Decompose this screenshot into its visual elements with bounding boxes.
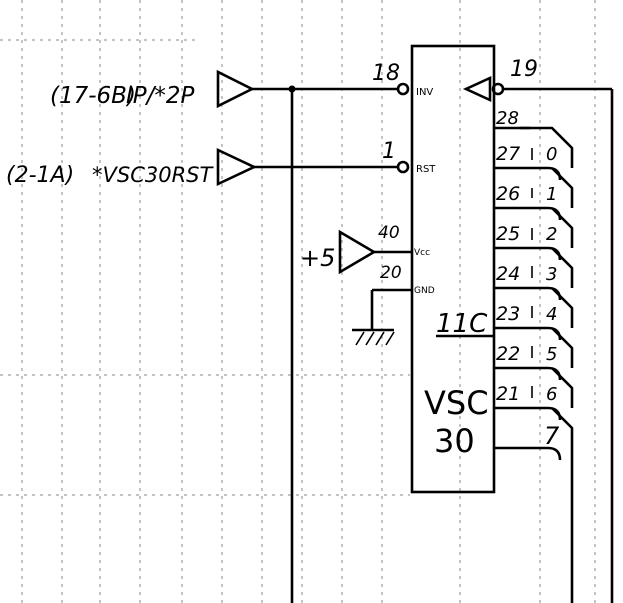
rst-net (216, 147, 410, 187)
bus-line-1 (494, 206, 562, 221)
pin-1-number: 1 (382, 139, 396, 164)
bus-bit-7: 7 (544, 422, 560, 450)
chip-designator: 11C (436, 309, 488, 339)
rst-buffer-triangle (216, 147, 258, 187)
pin-18-number: 18 (372, 61, 400, 86)
bus-pin-23: 23 (496, 303, 520, 325)
vcc-net (338, 229, 412, 275)
bus-line-2 (494, 246, 562, 261)
bus-line-3 (494, 286, 562, 301)
vcc-triangle (338, 229, 377, 275)
bus-bit-1: 1 (546, 184, 557, 205)
bus-pin-25: 25 (496, 223, 520, 245)
bus-bit-2: 2 (546, 224, 557, 245)
chip-part-line2: 30 (434, 422, 475, 460)
bus-line-7 (494, 446, 562, 461)
chip-body (410, 44, 496, 494)
data-bus (494, 126, 574, 603)
ip-buffer-triangle (216, 69, 255, 109)
pin19-net (462, 75, 614, 603)
pin-40-label: Vcc (414, 248, 430, 258)
ip-net (216, 69, 410, 603)
bus-bit-6: 6 (546, 384, 557, 405)
bus-pin-24: 24 (496, 263, 520, 285)
bus-line-5 (494, 366, 562, 381)
rst-signal-label: *VSC30RST (92, 163, 215, 187)
bus-pin-22: 22 (496, 343, 520, 365)
bus-pin-27: 27 (496, 143, 520, 165)
ip-signal-label: IP/*2P (126, 83, 195, 109)
bus-pin-26: 26 (496, 183, 520, 205)
bus-line-6 (494, 406, 562, 421)
rst-ref-label: (2-1A) (6, 163, 74, 188)
pin-20-number: 20 (380, 263, 402, 283)
pin-40-number: 40 (378, 223, 400, 243)
output-inverter (462, 75, 492, 103)
pin-1-label: RST (416, 164, 436, 175)
bus-bit-4: 4 (546, 304, 557, 325)
bus-bit-0: 0 (546, 144, 557, 165)
pin-18-label: INV (416, 87, 433, 98)
ground-net (352, 288, 412, 346)
ip-ref-label: (17-6B) (50, 83, 136, 109)
bus-line-4 (494, 326, 562, 341)
bus-bit-3: 3 (546, 264, 557, 285)
background-grid (0, 0, 596, 603)
inv-pin-bubble (396, 82, 410, 96)
bus-line-0 (494, 166, 562, 181)
chip-part-line1: VSC (424, 384, 489, 422)
pin-20-label: GND (414, 286, 435, 296)
pin-19-number: 19 (510, 57, 538, 82)
pin-28-number: 28 (496, 108, 519, 129)
rst-pin-bubble (396, 160, 410, 174)
bus-bit-5: 5 (546, 344, 557, 365)
bus-pin-21: 21 (496, 383, 520, 405)
vcc-label: +5 (300, 244, 335, 272)
